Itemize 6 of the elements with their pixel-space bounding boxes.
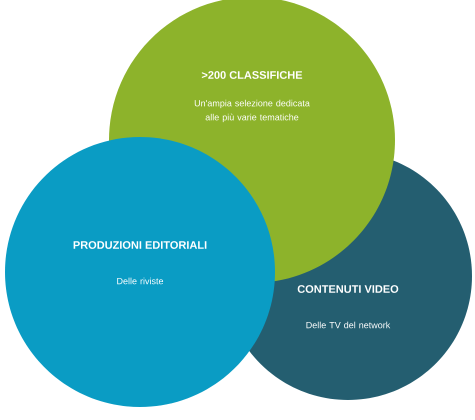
circle-text: Un'ampia selezione dedicata alle più varie tematiche [194, 100, 310, 122]
circle-heading: CONTENUTI VIDEO [298, 285, 398, 293]
circle-text: Delle TV del network [306, 322, 390, 328]
circle-heading: >200 CLASSIFICHE [202, 71, 302, 79]
circle-heading: PRODUZIONI EDITORIALI [74, 241, 206, 249]
circle-text: Delle riviste [117, 278, 164, 284]
